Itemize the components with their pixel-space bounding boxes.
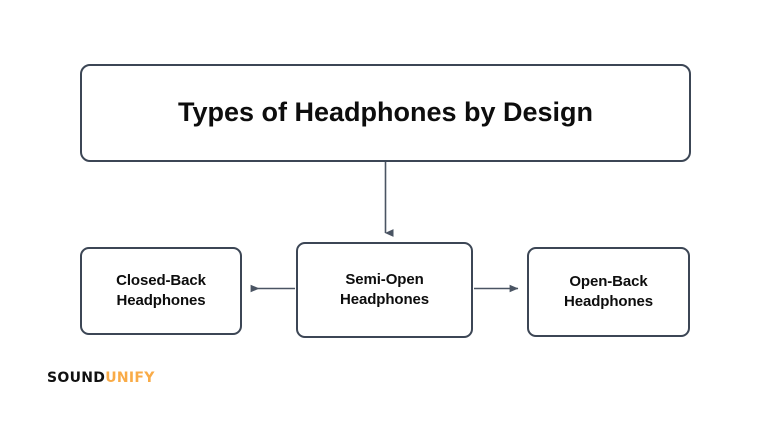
brand-logo-sound: SOUND xyxy=(47,370,106,386)
node-semi-open: Semi-Open Headphones xyxy=(296,242,473,338)
node-title: Types of Headphones by Design xyxy=(80,64,691,162)
brand-logo-unify: UNIFY xyxy=(105,370,155,386)
node-semi-open-label: Semi-Open Headphones xyxy=(339,271,429,308)
brand-logo: SOUNDUNIFY xyxy=(47,370,155,386)
node-closed-back-label: Closed-Back Headphones xyxy=(116,272,206,309)
node-closed-back: Closed-Back Headphones xyxy=(80,247,242,335)
node-open-back: Open-Back Headphones xyxy=(527,247,690,337)
node-open-back-label: Open-Back Headphones xyxy=(563,273,653,310)
node-title-label: Types of Headphones by Design xyxy=(177,97,594,128)
